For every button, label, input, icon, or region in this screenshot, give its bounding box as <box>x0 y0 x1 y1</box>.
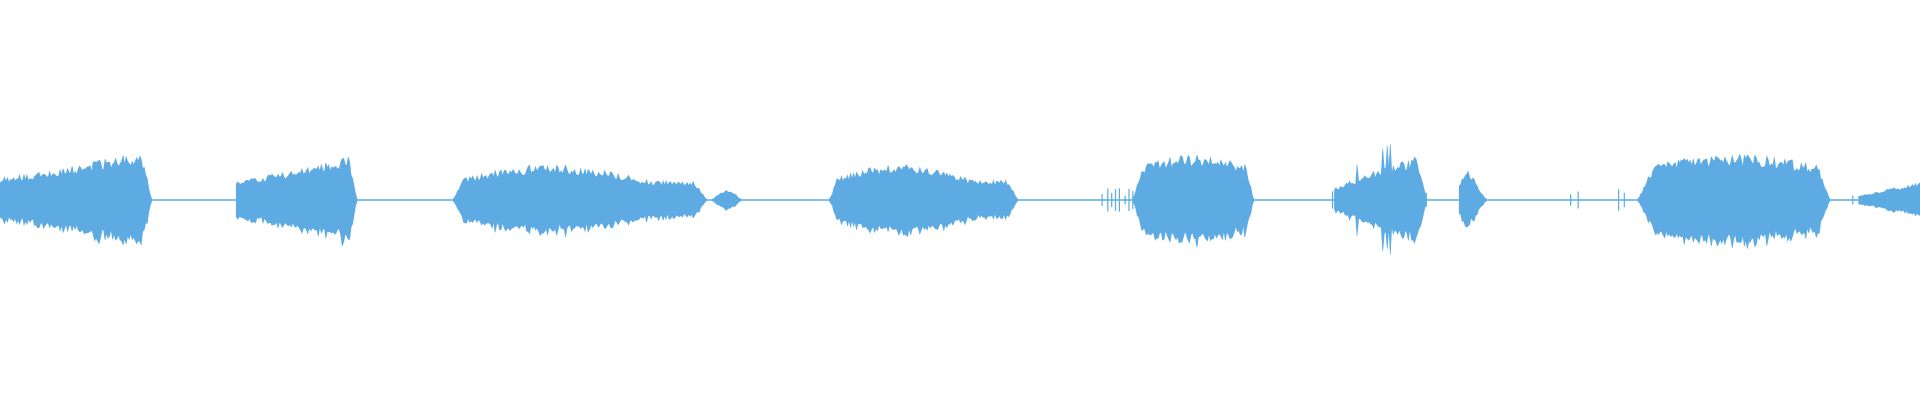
waveform-segment <box>452 164 707 237</box>
waveform-segment <box>1637 153 1831 249</box>
waveform-segment <box>0 155 152 246</box>
waveform-segment <box>1458 170 1487 228</box>
waveform-segment <box>1132 154 1255 248</box>
waveform-segment <box>235 156 358 247</box>
waveform-segment <box>712 189 742 211</box>
waveform-segment <box>1334 144 1427 255</box>
waveform-segment <box>829 164 1018 238</box>
waveform-segment <box>1858 182 1920 217</box>
